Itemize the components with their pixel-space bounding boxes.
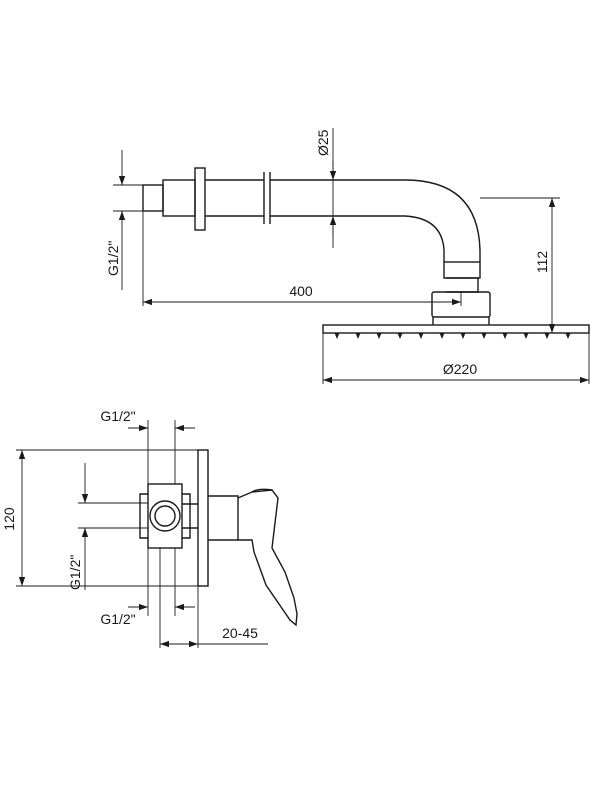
nozzle	[544, 333, 550, 339]
valve-cartridge	[208, 495, 239, 541]
nozzle	[460, 333, 466, 339]
nozzle	[355, 333, 361, 339]
dim-depth-label: 20-45	[222, 625, 258, 641]
arm-thread-end	[142, 184, 164, 212]
arm-break-mark	[263, 172, 271, 224]
nozzle	[439, 333, 445, 339]
nozzle	[565, 333, 571, 339]
dim-diameter-arm-label: Ø25	[315, 129, 331, 156]
dim-height-label: 112	[534, 251, 550, 274]
shower-head-plate	[322, 324, 590, 334]
nozzle	[418, 333, 424, 339]
shower-arm-view: Ø25 G1/2" 400 112 Ø220	[105, 128, 590, 384]
wall-flange	[194, 167, 206, 231]
nozzle	[334, 333, 340, 339]
dim-thread-left-label: G1/2"	[67, 555, 83, 590]
nozzle	[376, 333, 382, 339]
nozzle	[502, 333, 508, 339]
arm-tube-left	[205, 179, 264, 217]
nozzle	[481, 333, 487, 339]
dim-length-label: 400	[289, 283, 313, 299]
dim-thread-bottom-label: G1/2"	[100, 611, 135, 627]
arm-bend-inner	[404, 215, 445, 262]
dim-thread-top-label: G1/2"	[100, 408, 135, 424]
valve-outer-circle	[149, 500, 181, 532]
concealed-body	[147, 483, 183, 549]
nozzle	[397, 333, 403, 339]
valve-inner-circle	[154, 505, 176, 527]
dim-thread-label: G1/2"	[105, 241, 121, 276]
shower-nozzles	[334, 333, 571, 339]
arm-nut	[443, 261, 481, 279]
mixer-lever	[237, 489, 298, 627]
arm-bend-outer	[404, 179, 481, 262]
arm-collar	[162, 179, 196, 217]
arm-nut-lower	[446, 277, 479, 293]
arm-tube-right	[270, 179, 405, 217]
dim-height-120-label: 120	[1, 507, 17, 531]
mixer-view: G1/2" 120 G1/2" G1/2" 20-45	[1, 408, 298, 648]
dim-diameter-head-label: Ø220	[443, 361, 477, 377]
wall-plate	[197, 449, 209, 587]
nozzle	[523, 333, 529, 339]
